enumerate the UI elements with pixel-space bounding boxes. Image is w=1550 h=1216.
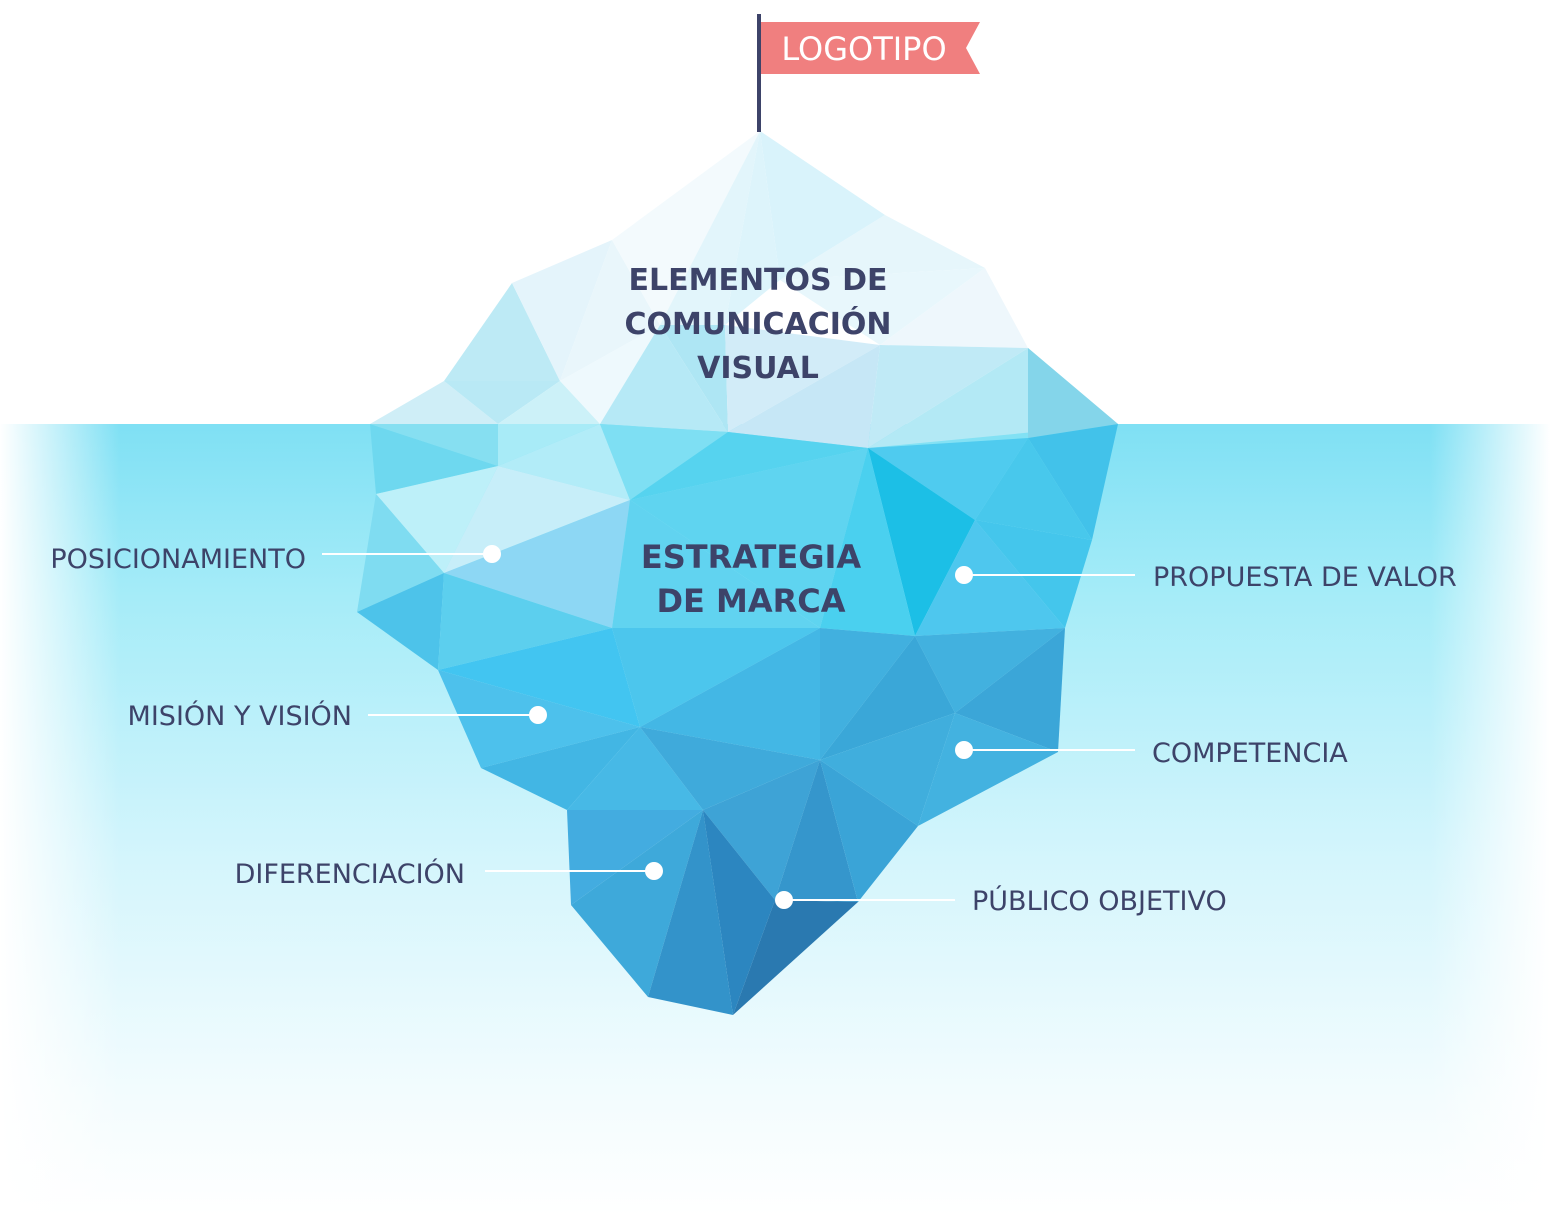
above-water-line-1: ELEMENTOS DE (629, 263, 888, 298)
below-water-line-2: DE MARCA (656, 582, 845, 620)
callout-propuesta-valor: PROPUESTA DE VALOR (1153, 562, 1457, 593)
connectors (322, 553, 1135, 901)
dot-mision-vision (529, 706, 547, 724)
connector-dots (483, 545, 973, 909)
dot-diferenciacion (645, 862, 663, 880)
logotipo-flag: LOGOTIPO (757, 14, 980, 132)
flag-label: LOGOTIPO (781, 30, 946, 68)
flag-pole (757, 14, 761, 132)
flag-banner (761, 22, 980, 74)
below-water-label: ESTRATEGIA DE MARCA (641, 538, 862, 620)
callout-publico-objetivo: PÚBLICO OBJETIVO (972, 885, 1227, 917)
iceberg-body (357, 424, 1118, 1015)
callout-mision-vision: MISIÓN Y VISIÓN (128, 700, 352, 732)
below-water-line-1: ESTRATEGIA (641, 538, 862, 576)
above-water-line-3: VISUAL (697, 351, 819, 386)
dot-posicionamiento (483, 545, 501, 563)
above-water-label: ELEMENTOS DE COMUNICACIÓN VISUAL (624, 263, 891, 386)
callout-competencia: COMPETENCIA (1152, 738, 1348, 769)
dot-publico-objetivo (775, 891, 793, 909)
dot-competencia (955, 741, 973, 759)
callout-diferenciacion: DIFERENCIACIÓN (235, 858, 465, 890)
above-water-line-2: COMUNICACIÓN (624, 305, 891, 342)
callout-labels: POSICIONAMIENTO MISIÓN Y VISIÓN DIFERENC… (50, 544, 1456, 917)
callout-posicionamiento: POSICIONAMIENTO (50, 544, 306, 575)
dot-propuesta-valor (955, 566, 973, 584)
iceberg-tip (370, 131, 1118, 448)
